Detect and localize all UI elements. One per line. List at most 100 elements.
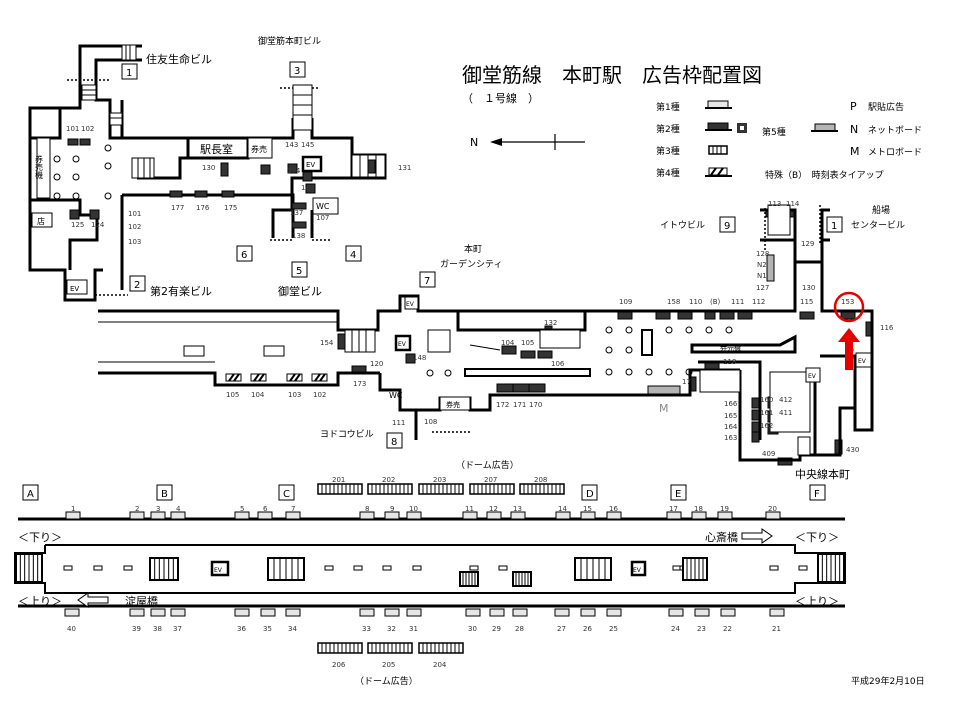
ad-number-label: 172 (496, 401, 509, 409)
dome-ad (469, 483, 515, 495)
ticket-office-center (439, 396, 471, 411)
dome-ad-number: 206 (332, 661, 346, 669)
ev-label-center: EV (398, 341, 407, 348)
platform-ad-number: 35 (263, 625, 272, 633)
platform-ad-number: 13 (513, 505, 522, 513)
pillar-icon (72, 192, 80, 200)
ad-number-label: 411 (779, 409, 792, 417)
ad-number-label: 164 (724, 423, 738, 431)
type2-ad (169, 190, 183, 198)
type2-ad (737, 311, 753, 320)
exit-number: 4 (350, 250, 356, 261)
platform-ad-number: 10 (409, 505, 418, 513)
ev-box-east-2 (855, 352, 872, 368)
pillar-icon (104, 192, 112, 200)
pillar-icon (72, 173, 80, 181)
type2-ad (751, 397, 760, 409)
platform-ad-bottom (129, 608, 145, 617)
ad-number-label: 105 (521, 339, 534, 347)
platform-ad-number: 29 (492, 625, 501, 633)
platform-ad-bottom (384, 608, 400, 617)
shop-box (31, 212, 53, 228)
ev-box-east-1 (805, 367, 821, 383)
ad-number-label: 108 (424, 418, 437, 426)
ticket-office-center-label: 券売 (446, 400, 460, 409)
ad-number-label: 125 (71, 221, 84, 229)
type2-ad (520, 350, 536, 359)
type2-ad (751, 431, 760, 443)
stairs-icon (183, 204, 811, 456)
type2-ad (405, 353, 416, 364)
bench-icon (123, 565, 133, 571)
platform-ad-top (765, 511, 781, 520)
type2-ad (677, 311, 693, 320)
platform-ad-number: 26 (583, 625, 592, 633)
pillar-label: E (675, 489, 681, 500)
ad-number-label: 103 (288, 391, 301, 399)
ev-label-east-2: EV (858, 358, 867, 365)
map-title: 御堂筋線 本町駅 広告枠配置図 (462, 63, 762, 87)
ad-number-label: 163 (724, 434, 737, 442)
exit-box (156, 484, 173, 501)
platform-ad-bottom (465, 608, 481, 617)
platform-ad-top (359, 511, 375, 520)
ad-number-label: 143 (285, 141, 298, 149)
type2-ad (302, 171, 313, 182)
ad-number-label: 173 (353, 380, 366, 388)
building-label-yodoko: ヨドコウビル (320, 429, 374, 440)
pillar-icon (625, 368, 633, 376)
platform-ad-number: 30 (468, 625, 477, 633)
building-label-midosuji-honmachi: 御堂筋本町ビル (258, 35, 321, 47)
type2-ad (67, 138, 79, 146)
shinsaibashi-label: 心斎橋 (705, 530, 738, 544)
ev-label-nw: EV (306, 161, 315, 169)
ad-number-label: 109 (619, 298, 632, 306)
ad-number-label: 138 (292, 232, 305, 240)
platform-ad-number: 33 (362, 625, 371, 633)
platform-ad-bottom (64, 608, 80, 617)
platform-ad-number: 9 (390, 505, 394, 513)
arrow-left-icon (77, 592, 109, 608)
metro-board (647, 385, 681, 395)
exit-box (345, 245, 362, 262)
ad-number-label: 430 (846, 446, 859, 454)
type2-ad (704, 311, 716, 320)
dome-label-top: （ドーム広告） (456, 459, 519, 471)
type2-ad (194, 190, 208, 198)
ad-number-label: 144 (287, 167, 301, 175)
type2-ad (337, 333, 346, 350)
ticket-machine-label: 券売機 (35, 154, 44, 180)
pillar-icon (665, 368, 673, 376)
ev-label: EV (70, 285, 79, 293)
building-label-mido: 御堂ビル (278, 284, 322, 298)
ad-number-label: 130 (202, 164, 215, 172)
pillar-icon (625, 326, 633, 334)
pillar-icon (104, 144, 112, 152)
building-label-ito: イトウビル (660, 220, 705, 231)
ad-number-label: 132 (544, 319, 557, 327)
building-label-semba: 船場 (872, 204, 890, 216)
platform-ad-number: 7 (291, 505, 295, 513)
exit-box (419, 271, 436, 288)
platform-ad-number: 25 (609, 625, 618, 633)
platform-ad-top (462, 511, 478, 520)
ad-number-label: 124 (91, 221, 105, 229)
platform-ad-bottom (260, 608, 276, 617)
ad-number-label: 118 (723, 358, 736, 366)
type2-ad (501, 345, 517, 355)
legend-code-p: P (850, 100, 857, 113)
exit-number: 8 (391, 437, 397, 448)
type2-ad (799, 311, 815, 320)
platform-ad-number: 4 (176, 505, 181, 513)
platform-ad-number: 15 (583, 505, 592, 513)
ad-number-label: 145 (301, 141, 314, 149)
ad-number-label: 154 (320, 339, 334, 347)
exit-box (22, 484, 39, 501)
type4-ad-blocks (225, 373, 328, 382)
platform-ad-top (170, 511, 186, 520)
ad-number-label: 131 (398, 164, 411, 172)
ev-box-nw (301, 155, 323, 173)
type4-ad-icon (705, 167, 732, 177)
